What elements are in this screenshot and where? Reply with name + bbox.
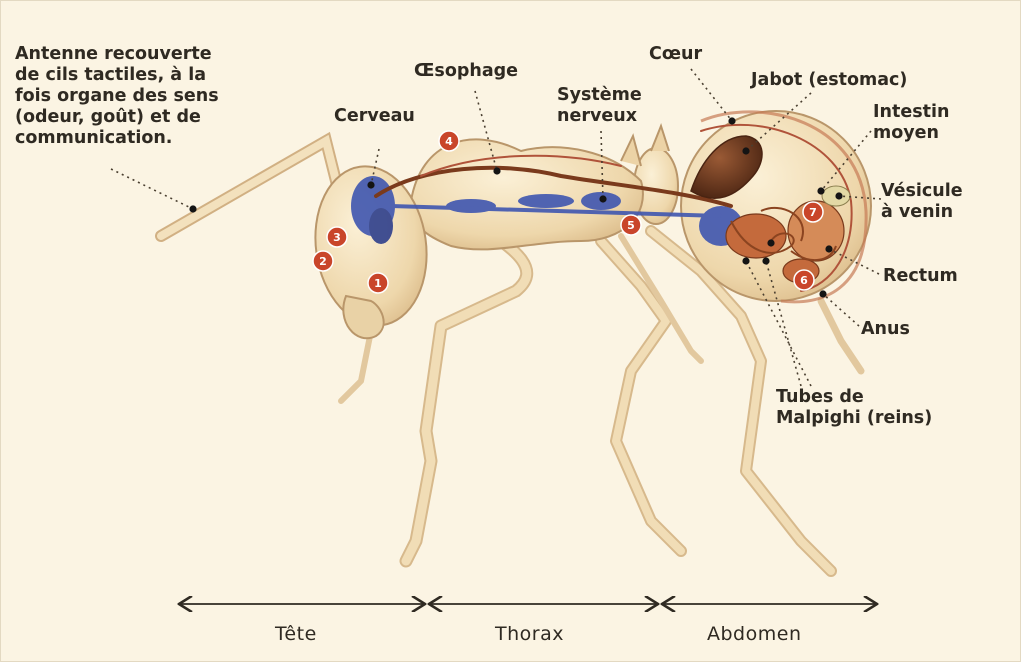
label-rectum: Rectum — [883, 266, 958, 287]
svg-text:6: 6 — [800, 274, 808, 287]
label-intestin: Intestin moyen — [873, 102, 949, 144]
label-antenne-line: communication. — [15, 128, 219, 149]
svg-text:7: 7 — [809, 206, 817, 219]
label-antenne: Antenne recouverte de cils tactiles, à l… — [15, 44, 219, 149]
label-anus: Anus — [861, 319, 910, 340]
marker-3: 3 — [327, 227, 347, 247]
label-systeme: Système nerveux — [557, 85, 642, 127]
marker-4: 4 — [439, 131, 459, 151]
segment-label-abdomen: Abdomen — [707, 623, 801, 645]
label-antenne-line: (odeur, goût) et de — [15, 107, 219, 128]
label-tubes: Tubes de Malpighi (reins) — [776, 387, 932, 429]
svg-text:5: 5 — [627, 219, 635, 232]
marker-6: 6 — [794, 270, 814, 290]
label-tubes-line: Malpighi (reins) — [776, 408, 932, 429]
marker-5: 5 — [621, 215, 641, 235]
label-intestin-line: moyen — [873, 123, 949, 144]
svg-text:4: 4 — [445, 135, 453, 148]
antenna — [161, 141, 341, 236]
svg-text:3: 3 — [333, 231, 341, 244]
marker-2: 2 — [313, 251, 333, 271]
far-leg-2 — [821, 301, 861, 371]
label-vesicule-line: à venin — [881, 202, 963, 223]
segment-label-thorax: Thorax — [495, 623, 564, 645]
svg-text:2: 2 — [319, 255, 327, 268]
label-antenne-line: fois organe des sens — [15, 86, 219, 107]
marker-7: 7 — [803, 202, 823, 222]
label-vesicule-line: Vésicule — [881, 181, 963, 202]
label-vesicule: Vésicule à venin — [881, 181, 963, 223]
label-systeme-line: Système — [557, 85, 642, 106]
label-antenne-line: Antenne recouverte — [15, 44, 219, 65]
svg-text:1: 1 — [374, 277, 382, 290]
label-coeur: Cœur — [649, 44, 702, 65]
mandible-leg — [341, 331, 371, 401]
label-systeme-line: nerveux — [557, 106, 642, 127]
label-cerveau: Cerveau — [334, 106, 415, 127]
label-intestin-line: Intestin — [873, 102, 949, 123]
label-jabot: Jabot (estomac) — [751, 70, 907, 91]
label-oesophage: Œsophage — [414, 61, 518, 82]
segment-label-tete: Tête — [275, 623, 317, 645]
marker-1: 1 — [368, 273, 388, 293]
abdomen — [681, 111, 871, 301]
label-tubes-line: Tubes de — [776, 387, 932, 408]
label-antenne-line: de cils tactiles, à la — [15, 65, 219, 86]
